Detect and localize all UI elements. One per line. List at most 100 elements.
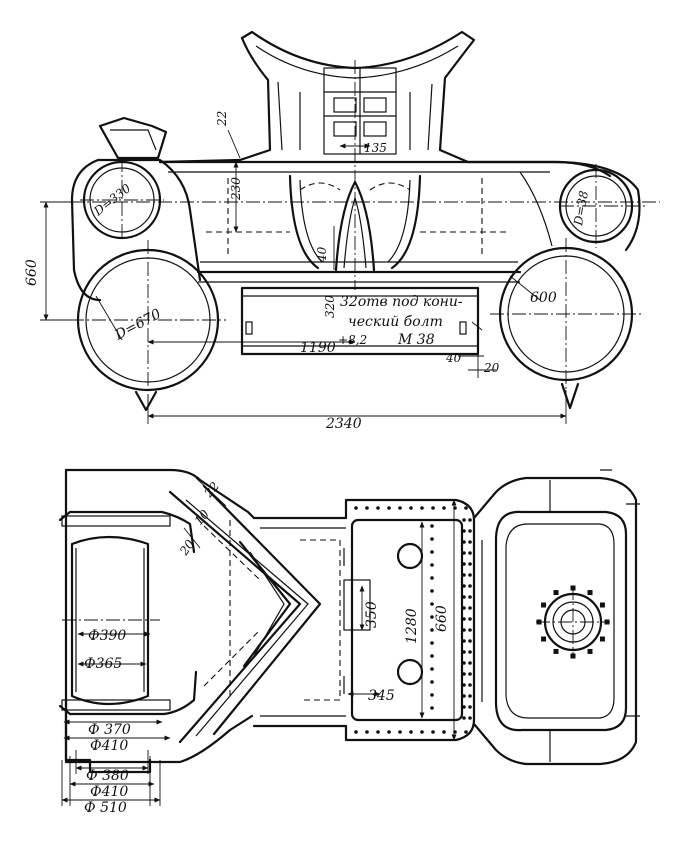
dim-1190: 1190 — [300, 340, 336, 356]
rivet — [462, 606, 466, 610]
plan-view-labels: 22 10 20 Ф390 Ф365 350 1280 660 345 Ф 37… — [84, 479, 450, 816]
rivet — [430, 602, 434, 606]
rivet — [462, 683, 466, 687]
rivet — [468, 584, 472, 588]
rivet — [354, 506, 358, 510]
rivet — [442, 730, 446, 734]
bolt-hole — [553, 590, 559, 596]
dim-left-big-dia: D=670 — [111, 306, 163, 344]
dim-right-big-dia: 600 — [530, 290, 557, 306]
dim-22-top: 22 — [215, 111, 229, 127]
dim-2340: 2340 — [325, 416, 362, 432]
rivet — [462, 628, 466, 632]
bolt-hole — [599, 636, 605, 642]
bolt-hole — [541, 602, 547, 608]
rivet — [468, 683, 472, 687]
rivet — [430, 693, 434, 697]
rivet — [376, 730, 380, 734]
rivet — [420, 506, 424, 510]
plan-left-block — [58, 468, 256, 764]
rivet — [468, 606, 472, 610]
rivet — [431, 506, 435, 510]
dim-320: 320 — [323, 295, 337, 318]
rivet — [462, 716, 466, 720]
plan-dim-phi410-a: Ф410 — [90, 738, 128, 754]
rivet — [430, 706, 434, 710]
plan-dim-phi390: Ф390 — [88, 628, 126, 644]
rivet — [430, 589, 434, 593]
rivet — [354, 730, 358, 734]
dim-230: 230 — [229, 177, 243, 201]
rivet — [462, 639, 466, 643]
rivet — [431, 730, 435, 734]
rivet — [430, 667, 434, 671]
rivet — [462, 529, 466, 533]
bolt-hole — [541, 636, 547, 642]
rivet — [398, 506, 402, 510]
rivet — [468, 573, 472, 577]
rivet — [430, 654, 434, 658]
rivet — [430, 628, 434, 632]
rivet — [409, 506, 413, 510]
rivet — [387, 730, 391, 734]
rivet — [430, 550, 434, 554]
rivet — [387, 506, 391, 510]
bolt-note-line3: М 38 — [397, 332, 435, 348]
plan-dimension-lines — [77, 477, 457, 741]
rivet — [468, 694, 472, 698]
rivet — [430, 615, 434, 619]
plan-dim-phi380: Ф 380 — [86, 768, 129, 784]
plan-dim-660: 660 — [434, 605, 450, 632]
rivet — [398, 730, 402, 734]
rivet — [468, 562, 472, 566]
plan-dim-phi365: Ф365 — [84, 656, 122, 672]
side-elevation-view — [40, 30, 660, 424]
rivet — [468, 628, 472, 632]
plan-bottom-shaft — [61, 698, 171, 806]
rivet — [462, 694, 466, 698]
rivet — [462, 661, 466, 665]
plan-dim-345: 345 — [368, 688, 395, 704]
rivet — [409, 730, 413, 734]
rivet — [468, 518, 472, 522]
rivet — [462, 562, 466, 566]
rivet — [462, 650, 466, 654]
bolt-hole — [587, 590, 593, 596]
bolt-hole — [599, 602, 605, 608]
rivet — [464, 506, 468, 510]
dim-40-center: 40 — [315, 246, 329, 263]
rivet — [462, 551, 466, 555]
saddle-yoke — [158, 30, 562, 290]
plan-dim-350: 350 — [364, 601, 380, 628]
right-journal-assembly — [490, 160, 646, 410]
bolt-hole — [587, 648, 593, 654]
rivet — [468, 650, 472, 654]
rivet — [462, 595, 466, 599]
rivet — [468, 595, 472, 599]
side-dimension-lines — [40, 129, 567, 424]
dim-135: 135 — [364, 141, 387, 155]
rivet — [462, 617, 466, 621]
rivet — [468, 529, 472, 533]
rivet — [365, 730, 369, 734]
dim-40-right: 40 — [445, 351, 462, 365]
dim-1190-tolerance: +8,2 — [338, 333, 367, 347]
rivet — [462, 584, 466, 588]
plan-y-bracing — [168, 484, 322, 744]
rivet — [430, 563, 434, 567]
rivet — [468, 540, 472, 544]
dim-right-circle-dia: D=38 — [571, 189, 591, 227]
rivet — [468, 617, 472, 621]
rivet — [376, 506, 380, 510]
rivet — [462, 705, 466, 709]
dim-20: 20 — [483, 361, 500, 375]
rivet — [430, 680, 434, 684]
plan-right-block — [472, 469, 640, 766]
rivet — [420, 730, 424, 734]
rivet — [462, 672, 466, 676]
rivet — [468, 551, 472, 555]
rivet — [462, 540, 466, 544]
plan-view — [58, 468, 640, 806]
rivet — [464, 730, 468, 734]
